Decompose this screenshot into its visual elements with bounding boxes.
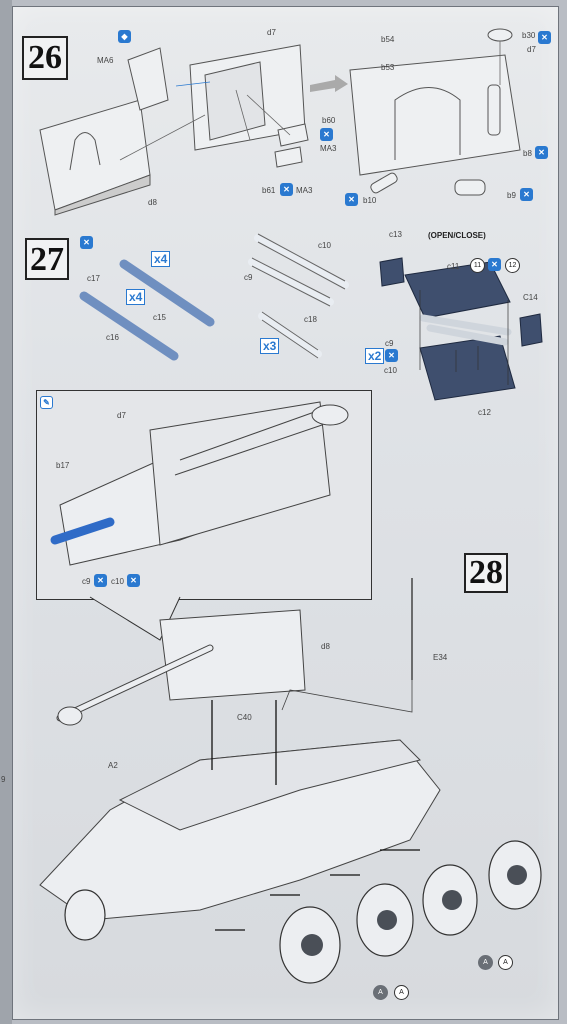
assembly-icon: ✕ — [94, 574, 107, 587]
qty-x3: x3 — [260, 338, 280, 354]
label-b53: b53 — [381, 63, 395, 72]
assembly-icon: ✕ — [80, 236, 93, 249]
ref-circle-11: 11 — [470, 258, 485, 273]
label-c10: c10 — [318, 241, 331, 250]
label-ma3-b: MA3 — [296, 186, 313, 195]
label-c17: c17 — [87, 274, 100, 283]
label-c9-detail: c9 — [82, 577, 91, 586]
label-c10-detail: c10 — [111, 577, 124, 586]
label-e34: E34 — [433, 653, 448, 662]
label-c12: c12 — [478, 408, 491, 417]
wheel-code-a: A — [373, 985, 388, 1000]
label-c11: c11 — [447, 262, 460, 271]
assembly-icon: ✕ — [385, 349, 398, 362]
label-b9: b9 — [507, 191, 516, 200]
label-b10: b10 — [363, 196, 377, 205]
label-c14: C14 — [523, 293, 538, 302]
label-d7-assembled: d7 — [527, 45, 536, 54]
glue-icon: ◆ — [118, 30, 131, 43]
qty-x2: x2 — [365, 348, 385, 364]
assembly-icon: ✕ — [280, 183, 293, 196]
assembly-icon: ✕ — [320, 128, 333, 141]
margin-mark: 9 — [1, 775, 6, 784]
label-b17: b17 — [56, 461, 70, 470]
label-c9: c9 — [244, 273, 253, 282]
label-ma6: MA6 — [97, 56, 114, 65]
label-d7-detail: d7 — [117, 411, 126, 420]
label-b60: b60 — [322, 116, 336, 125]
label-c9-b: c9 — [385, 339, 394, 348]
label-b30: b30 — [522, 31, 536, 40]
wheel-code-a-outline: A — [394, 985, 409, 1000]
assembly-icon: ✕ — [488, 258, 501, 271]
label-b61: b61 — [262, 186, 276, 195]
assembly-icon: ✕ — [535, 146, 548, 159]
qty-x4: x4 — [151, 251, 171, 267]
wheel-code-a-outline: A — [498, 955, 513, 970]
label-b54: b54 — [381, 35, 395, 44]
label-c15: c15 — [153, 313, 166, 322]
label-a2: A2 — [108, 761, 118, 770]
step-27-number: 27 — [25, 238, 69, 280]
assembly-icon: ✕ — [520, 188, 533, 201]
step-28-number: 28 — [464, 553, 508, 593]
page-left-edge — [0, 0, 12, 1024]
step-26-number: 26 — [22, 36, 68, 80]
open-close-note: (OPEN/CLOSE) — [428, 231, 486, 240]
label-b8: b8 — [523, 149, 532, 158]
label-c40: C40 — [237, 713, 252, 722]
label-c18: c18 — [304, 315, 317, 324]
qty-x4-b: x4 — [126, 289, 146, 305]
label-d8-gun: d8 — [321, 642, 330, 651]
label-d8: d8 — [148, 198, 157, 207]
label-c13: c13 — [389, 230, 402, 239]
assembly-icon: ✕ — [345, 193, 358, 206]
assembly-icon: ✕ — [127, 574, 140, 587]
brush-icon: ✎ — [40, 396, 53, 409]
glue-icon: ✕ — [538, 31, 551, 44]
label-ma3: MA3 — [320, 144, 337, 153]
label-c16: c16 — [106, 333, 119, 342]
wheel-code-a: A — [478, 955, 493, 970]
ref-circle-12: 12 — [505, 258, 520, 273]
label-c10-b: c10 — [384, 366, 397, 375]
label-d7: d7 — [267, 28, 276, 37]
